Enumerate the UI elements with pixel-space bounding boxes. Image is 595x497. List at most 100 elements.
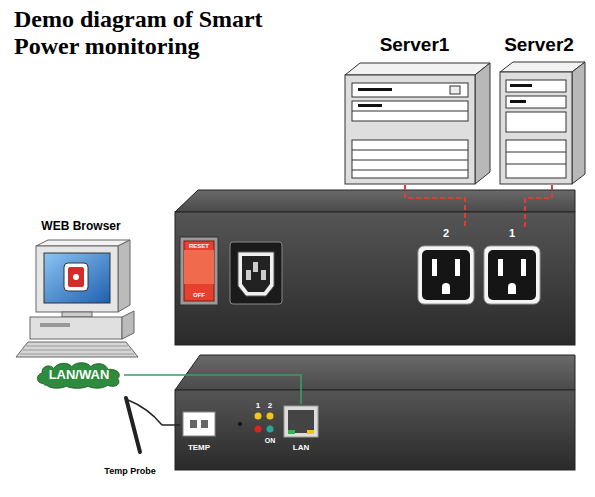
server-one-part: [345, 75, 475, 184]
outlet-one: [484, 246, 540, 304]
outlet-one-part: [498, 259, 503, 276]
computer-part: [36, 246, 118, 312]
connector: [405, 185, 465, 227]
connector: [525, 185, 552, 227]
outlet-one-part: [488, 250, 536, 300]
pdu-front-part: [175, 212, 575, 345]
outlet-one-part: [508, 283, 516, 294]
computer-part: [118, 240, 130, 312]
computer-part: [30, 317, 122, 339]
computer-part: [20, 354, 134, 355]
computer-part: [40, 323, 70, 327]
computer-part: [73, 274, 79, 280]
server-two-part: [506, 96, 566, 108]
server-label: Server1: [345, 34, 484, 185]
server-one-part: [358, 104, 382, 107]
pdu-front-part: [230, 242, 282, 304]
server-one: [345, 63, 490, 184]
pdu-front-part: [184, 241, 214, 301]
port-label: LAN: [280, 404, 322, 452]
pdu-rear-part: [201, 420, 208, 428]
pdu-rear: [175, 355, 575, 470]
server-two-part: [506, 80, 566, 92]
temp-probe: [126, 398, 162, 452]
server-two-part: [572, 62, 585, 184]
computer-part: [62, 312, 92, 317]
diagram-title: Demo diagram of Smart Power monitoring: [14, 6, 299, 60]
computer-part: [16, 342, 138, 357]
server-one-part: [475, 63, 490, 184]
network-cloud: LAN/WAN: [34, 361, 124, 389]
pdu-rear-part: [238, 422, 242, 426]
server-two-part: [506, 112, 566, 132]
temp-probe-part: [126, 398, 140, 452]
computer-part: [64, 263, 88, 291]
computer-part: [122, 311, 134, 339]
outlet-number-text: 1: [509, 227, 515, 240]
computer-part: [23, 350, 131, 351]
server-two-part: [506, 140, 566, 178]
pdu-rear-part: [267, 413, 274, 420]
pdu-front: [175, 190, 575, 345]
led-number: 1: [253, 402, 263, 410]
computer-part: [44, 253, 110, 303]
pdu-front-part: [261, 270, 266, 280]
server-label: Server2: [486, 34, 592, 185]
pdu-rear-part: [190, 420, 197, 428]
port-label-text: LAN: [293, 443, 309, 452]
server-two-part: [506, 164, 566, 165]
computer-part: [36, 240, 130, 246]
outlet-two: [418, 246, 474, 304]
server-label-text: Server1: [380, 34, 450, 56]
outlet-two-part: [442, 283, 450, 294]
pdu-rear-part: [255, 426, 262, 433]
server-one-part: [352, 160, 468, 161]
network-cloud-text: LAN/WAN: [49, 368, 110, 383]
server-two-part: [510, 100, 526, 103]
pdu-rear-part: [175, 355, 575, 390]
computer-part: [68, 267, 84, 287]
server-two: [500, 62, 585, 184]
temp-probe-part: [128, 400, 162, 425]
outlet-one-part: [521, 259, 526, 276]
server-one-part: [345, 63, 490, 75]
pdu-front-part: [238, 252, 274, 296]
pdu-front-part: [184, 250, 214, 284]
port-label: TEMP: [180, 410, 218, 452]
outlet-number: 2: [418, 227, 474, 306]
server-one-part: [352, 140, 468, 178]
connector: [124, 375, 301, 404]
outlet-number: 1: [484, 227, 540, 306]
pdu-rear-part: [255, 413, 262, 420]
pdu-rear-part: [307, 430, 314, 434]
server-one-part: [450, 86, 460, 94]
pdu-front-part: [242, 256, 270, 292]
port-label-text: TEMP: [188, 443, 210, 452]
computer-part: [26, 346, 128, 347]
switch-label: RESET: [183, 243, 215, 249]
server-two-part: [500, 72, 572, 184]
probe-label-text: Temp Probe: [104, 466, 155, 476]
pdu-rear-part: [183, 412, 215, 436]
pdu-front-part: [246, 270, 251, 280]
pdu-rear-part: [288, 430, 295, 434]
led-label: ON: [261, 437, 279, 444]
outlet-number-text: 2: [443, 227, 449, 240]
pdu-rear-part: [267, 426, 274, 433]
outlet-two-part: [432, 259, 437, 276]
server-one-part: [352, 101, 468, 121]
computer-label-text: WEB Browser: [41, 220, 120, 234]
outlet-two-part: [418, 246, 474, 304]
pdu-rear-part: [288, 410, 314, 433]
outlet-one-part: [484, 246, 540, 304]
pdu-rear-part: [175, 390, 575, 470]
pdu-front-part: [253, 262, 258, 272]
server-one-part: [352, 150, 468, 151]
probe-label: Temp Probe: [98, 392, 162, 476]
pdu-front-part: [175, 190, 575, 212]
server-one-part: [358, 88, 392, 91]
server-two-part: [506, 152, 566, 153]
outlet-two-part: [455, 259, 460, 276]
connector: [162, 424, 180, 426]
